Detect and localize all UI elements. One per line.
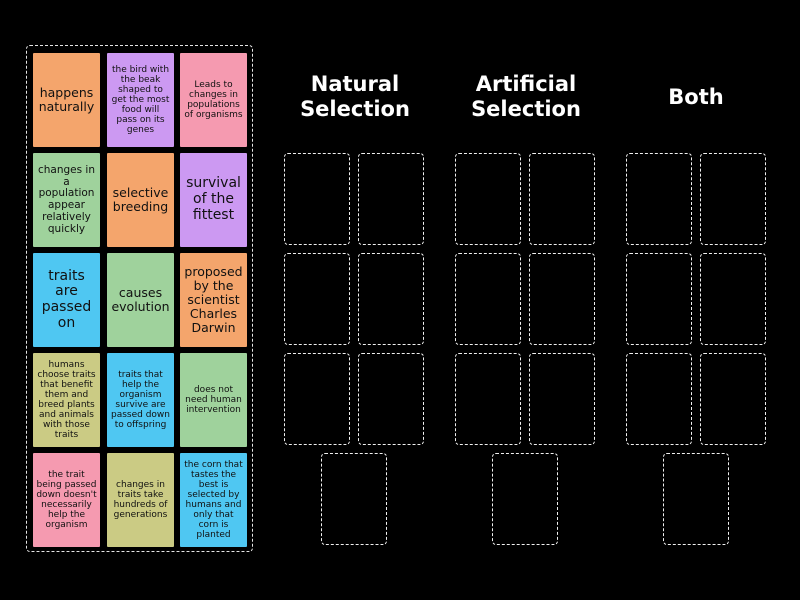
drop-slot-artificial[interactable] xyxy=(529,253,595,345)
card-label: the bird with the beak shaped to get the… xyxy=(111,64,170,136)
heading-line: Selection xyxy=(300,97,410,121)
card-survival-fittest[interactable]: survival of the fittest xyxy=(180,153,247,247)
card-label: proposed by the scientist Charles Darwin xyxy=(184,264,243,335)
drop-slot-natural[interactable] xyxy=(358,253,424,345)
card-selective-breeding[interactable]: selective breeding xyxy=(107,153,174,247)
column-heading-both: Both xyxy=(616,85,776,110)
card-changes-populations[interactable]: Leads to changes in populations of organ… xyxy=(180,53,247,147)
drop-slot-artificial[interactable] xyxy=(529,353,595,445)
card-label: survival of the fittest xyxy=(186,175,241,223)
drop-slot-natural[interactable] xyxy=(284,153,350,245)
drop-slot-artificial[interactable] xyxy=(455,153,521,245)
card-changes-quickly[interactable]: changes in a population appear relativel… xyxy=(33,153,100,247)
heading-line: Both xyxy=(668,85,724,109)
drop-slot-both[interactable] xyxy=(663,453,729,545)
card-label: traits that help the organism survive ar… xyxy=(110,369,170,431)
card-label: causes evolution xyxy=(111,285,170,314)
card-label: Leads to changes in populations of organ… xyxy=(184,79,243,121)
heading-line: Natural xyxy=(310,72,400,96)
card-hundreds-generations[interactable]: changes in traits take hundreds of gener… xyxy=(107,453,174,547)
card-causes-evolution[interactable]: causes evolution xyxy=(107,253,174,347)
heading-line: Artificial xyxy=(475,72,577,96)
drop-slot-artificial[interactable] xyxy=(492,453,558,545)
card-happens-naturally[interactable]: happens naturally xyxy=(33,53,100,147)
drop-slot-both[interactable] xyxy=(626,253,692,345)
card-label: changes in a population appear relativel… xyxy=(37,163,96,235)
card-label: the trait being passed down doesn't nece… xyxy=(36,469,97,531)
card-humans-choose[interactable]: humans choose traits that benefit them a… xyxy=(33,353,100,447)
card-bank xyxy=(26,45,253,552)
drop-slot-artificial[interactable] xyxy=(529,153,595,245)
card-bird-beak[interactable]: the bird with the beak shaped to get the… xyxy=(107,53,174,147)
drop-slot-both[interactable] xyxy=(626,153,692,245)
drop-slot-both[interactable] xyxy=(626,353,692,445)
card-label: changes in traits take hundreds of gener… xyxy=(113,479,168,521)
column-heading-natural-selection: Natural Selection xyxy=(275,72,435,122)
card-traits-passed-on[interactable]: traits are passed on xyxy=(33,253,100,347)
card-no-human-intervention[interactable]: does not need human intervention xyxy=(180,353,247,447)
card-corn-selected[interactable]: the corn that tastes the best is selecte… xyxy=(180,453,247,547)
drop-slot-both[interactable] xyxy=(700,253,766,345)
heading-line: Selection xyxy=(471,97,581,121)
card-label: happens naturally xyxy=(38,85,95,114)
card-label: the corn that tastes the best is selecte… xyxy=(184,459,243,541)
card-label: selective breeding xyxy=(112,185,169,214)
column-heading-artificial-selection: Artificial Selection xyxy=(446,72,606,122)
drop-slot-natural[interactable] xyxy=(358,353,424,445)
card-traits-help-survive[interactable]: traits that help the organism survive ar… xyxy=(107,353,174,447)
drop-slot-artificial[interactable] xyxy=(455,253,521,345)
drop-slot-both[interactable] xyxy=(700,153,766,245)
card-label: traits are passed on xyxy=(41,267,92,331)
card-trait-not-helpful[interactable]: the trait being passed down doesn't nece… xyxy=(33,453,100,547)
card-label: humans choose traits that benefit them a… xyxy=(37,359,96,441)
drop-slot-natural[interactable] xyxy=(321,453,387,545)
card-label: does not need human intervention xyxy=(185,384,242,416)
drop-slot-natural[interactable] xyxy=(284,353,350,445)
drop-slot-natural[interactable] xyxy=(284,253,350,345)
card-charles-darwin[interactable]: proposed by the scientist Charles Darwin xyxy=(180,253,247,347)
drop-slot-artificial[interactable] xyxy=(455,353,521,445)
drop-slot-natural[interactable] xyxy=(358,153,424,245)
drop-slot-both[interactable] xyxy=(700,353,766,445)
